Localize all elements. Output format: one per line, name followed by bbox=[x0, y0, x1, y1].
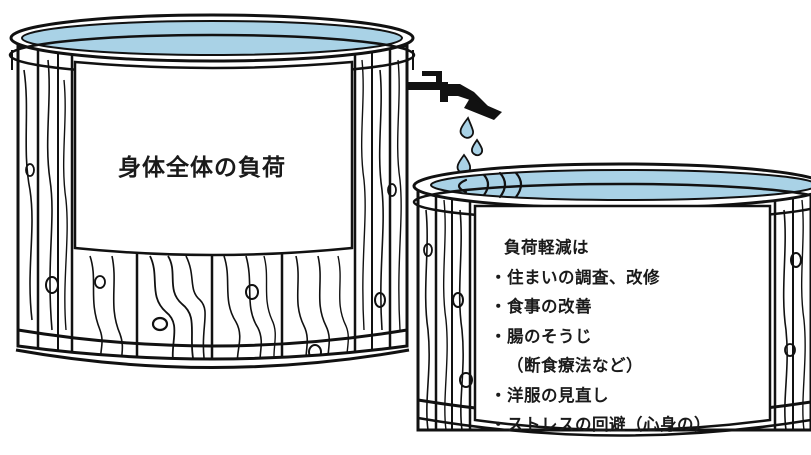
list-item-note: （断食療法など） bbox=[507, 356, 643, 375]
load-reduction-list: 負荷軽減は ・住まいの調査、改修 ・食事の改善 ・腸のそうじ （断食療法など） … bbox=[490, 233, 711, 440]
list-item: ・腸のそうじ bbox=[490, 326, 592, 346]
faucet-icon bbox=[407, 71, 502, 120]
small-barrel-icon bbox=[412, 162, 811, 437]
water-drop-icon bbox=[456, 116, 484, 175]
total-load-label: 身体全体の負荷 bbox=[118, 155, 286, 181]
big-barrel-icon bbox=[8, 13, 416, 369]
list-item: ・洋服の見直し bbox=[490, 385, 609, 405]
list-item: ・食事の改善 bbox=[490, 297, 592, 316]
list-item: ・住まいの調査、改修 bbox=[490, 267, 660, 287]
list-item: ・ストレスの回避（心身の） bbox=[490, 415, 711, 434]
load-reduction-heading: 負荷軽減は bbox=[504, 238, 589, 257]
ripple-icon bbox=[457, 171, 523, 199]
